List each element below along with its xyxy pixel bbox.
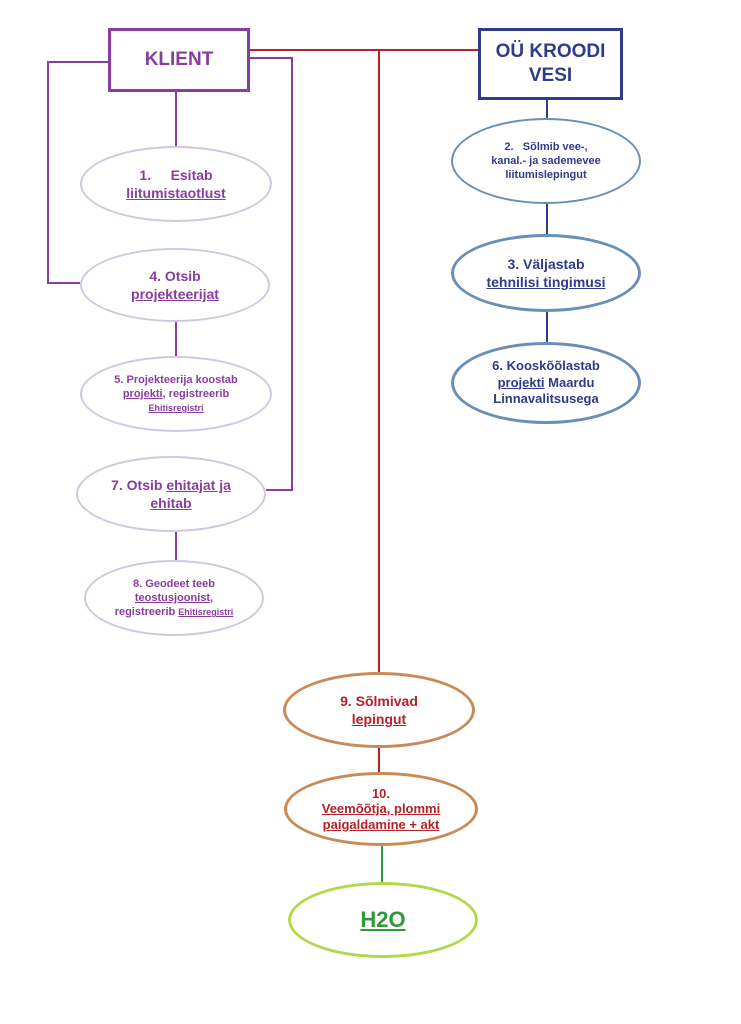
step-10-text-a: Veemõõtja, plommi [321, 801, 441, 817]
oy-kroodi-vesi-box: OÜ KROODI VESI [478, 28, 623, 100]
step-9-ellipse: 9. Sõlmivad lepingut [283, 672, 475, 748]
step-6-number: 6. [492, 357, 504, 373]
step-2-text-b: kanal.- ja sademevee [491, 154, 601, 167]
step-7-ellipse: 7. Otsib ehitajat ja ehitab [76, 456, 266, 532]
step-3-ellipse: 3. Väljastab tehnilisi tingimusi [451, 234, 641, 312]
step-4-text-a: Otsib [164, 267, 201, 284]
step-8-text-b: teostusjoonist, [134, 591, 214, 604]
step-5-text-c: Ehitisregistri [148, 403, 204, 414]
step-10-ellipse: 10. Veemõõtja, plommi paigaldamine + akt [284, 772, 478, 846]
step-8-text-c2: Ehitisregistri [178, 607, 234, 618]
step-3-text-a: Väljastab [523, 255, 585, 272]
step-6-ellipse: 6. Kooskõõlastab projekti Maardu Linnava… [451, 342, 641, 424]
step-8-text-a: Geodeet teeb [145, 577, 215, 590]
step-7-text-a1: Otsib [126, 476, 167, 493]
step-9-text-a: Sõlmivad [355, 692, 418, 709]
step-5-text-b1: projekti [122, 387, 163, 400]
h2o-label: H2O [360, 906, 406, 932]
step-10-number: 10. [371, 785, 391, 801]
step-5-ellipse: 5. Projekteerija koostab projekti, regis… [80, 356, 272, 432]
step-6-text-a: Kooskõõlastab [506, 357, 600, 373]
connector-klient-step4 [47, 61, 108, 284]
step-6-text-c: Linnavalitsusega [493, 391, 599, 407]
step-9-number: 9. [340, 692, 352, 709]
step-4-text-b: projekteerijat [131, 286, 219, 302]
oy-label-line1: OÜ KROODI [495, 41, 606, 63]
step-4-ellipse: 4. Otsib projekteerijat [80, 248, 270, 322]
klient-box: KLIENT [108, 28, 250, 92]
step-8-number: 8. [133, 577, 143, 590]
oy-label-line2: VESI [528, 65, 573, 86]
h2o-ellipse: H2O [288, 882, 478, 958]
step-5-number: 5. [114, 373, 124, 386]
step-10-text-b: paigaldamine + akt [322, 816, 440, 832]
step-8-text-c1: registreerib [114, 606, 179, 619]
step-7-number: 7. [111, 476, 123, 493]
connector-klient-step7 [250, 57, 293, 491]
step-6-text-b2: Maardu [544, 374, 595, 390]
step-4-number: 4. [149, 267, 161, 284]
step-2-text-a: Sõlmib vee-, [522, 140, 588, 153]
step-2-ellipse: 2. Sõlmib vee-, kanal.- ja sademevee lii… [451, 118, 641, 204]
step-3-number: 3. [507, 255, 520, 272]
step-7-text-a2: ehitajat ja [166, 476, 231, 493]
step-6-text-b1: projekti [497, 374, 545, 390]
step-9-text-b: lepingut [351, 711, 407, 727]
step-5-text-b2: , registreerib [162, 387, 230, 400]
step-2-number: 2. [504, 140, 514, 153]
klient-label: KLIENT [144, 49, 214, 70]
step-1-number: 1. [139, 166, 152, 183]
step-2-text-c: liitumislepingut [505, 169, 587, 182]
step-3-text-b: tehnilisi tingimusi [486, 274, 606, 290]
step-1-text-a: Esitab [170, 166, 213, 183]
step-1-ellipse: 1. Esitab liitumistaotlust [80, 146, 272, 222]
step-8-ellipse: 8. Geodeet teeb teostusjoonist, registre… [84, 560, 264, 636]
step-5-text-a: Projekteerija koostab [126, 373, 238, 386]
step-1-text-b: liitumistaotlust [126, 185, 226, 201]
step-7-text-b: ehitab [150, 495, 192, 511]
